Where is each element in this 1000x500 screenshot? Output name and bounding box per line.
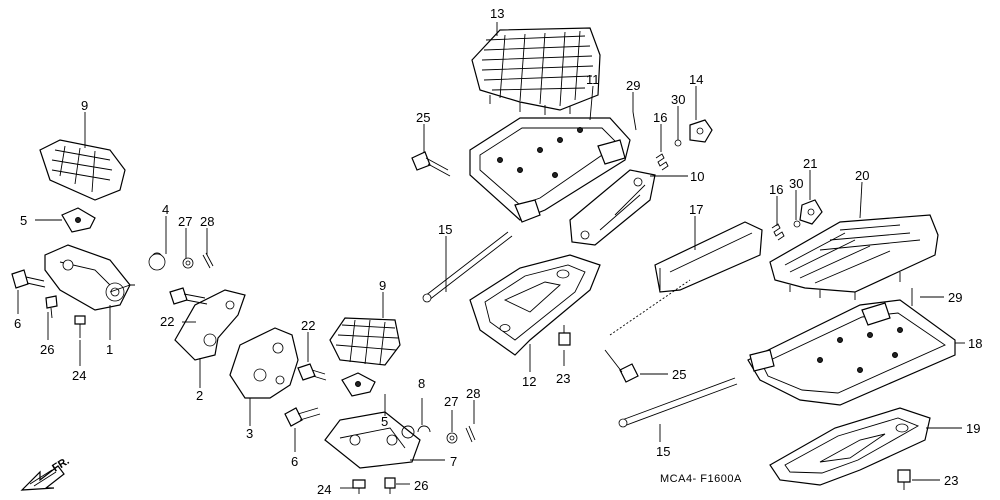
callout-22: 22 — [301, 318, 315, 333]
part-22-bolt-center — [297, 363, 327, 381]
part-25-bolt-a — [411, 151, 451, 177]
part-16-spring-a — [655, 153, 669, 171]
callout-9: 9 — [379, 278, 386, 293]
callout-10: 10 — [690, 169, 704, 184]
part-23-bolt-lower — [897, 469, 911, 490]
callout-26: 26 — [40, 342, 54, 357]
callout-24: 24 — [72, 368, 86, 383]
callout-30: 30 — [789, 176, 803, 191]
part-29-pin-a — [632, 111, 637, 131]
callout-18: 18 — [968, 336, 982, 351]
callout-1: 1 — [106, 342, 113, 357]
part-27-washer-center — [446, 432, 458, 444]
callout-16: 16 — [769, 182, 783, 197]
callout-12: 12 — [522, 374, 536, 389]
part-18-floorboard-base — [747, 299, 956, 406]
part-26-bolt-center — [384, 477, 396, 494]
part-21-plate — [799, 199, 823, 225]
callout-17: 17 — [689, 202, 703, 217]
part-15-rod-upper — [422, 231, 513, 303]
part-2-bracket — [169, 287, 246, 361]
part-6-bolt-left — [11, 269, 46, 289]
part-20-step-rubber — [769, 214, 939, 300]
callout-22: 22 — [160, 314, 174, 329]
part-7-step-holder — [324, 411, 421, 469]
callout-6: 6 — [291, 454, 298, 469]
callout-6: 6 — [14, 316, 21, 331]
diagram-code: MCA4- F1600A — [660, 473, 742, 485]
part-28-pin-center — [465, 425, 476, 443]
part-15-rod-lower — [618, 377, 738, 428]
callout-26: 26 — [414, 478, 428, 493]
part-24-bolt-left — [74, 315, 86, 338]
callout-19: 19 — [966, 421, 980, 436]
part-6-bolt-center — [284, 407, 321, 427]
part-17-cover — [654, 221, 763, 293]
part-4-spring-left — [148, 252, 166, 271]
part-5-clip-left — [61, 207, 96, 233]
part-11-floorboard-base — [469, 117, 631, 223]
part-25-bolt-b — [604, 279, 691, 383]
callout-23: 23 — [944, 473, 958, 488]
callout-4: 4 — [162, 202, 169, 217]
callout-16: 16 — [653, 110, 667, 125]
callout-7: 7 — [450, 454, 457, 469]
part-28-pin-left — [202, 252, 214, 269]
callout-5: 5 — [381, 414, 388, 429]
callout-29: 29 — [948, 290, 962, 305]
part-30-washer-b — [793, 220, 801, 228]
part-9-step-rubber-left — [39, 139, 126, 201]
part-3-plate — [229, 327, 299, 399]
callout-30: 30 — [671, 92, 685, 107]
part-8-spring-center — [401, 425, 431, 439]
part-16-spring-b — [771, 223, 785, 241]
callout-24: 24 — [317, 482, 331, 497]
callout-15: 15 — [438, 222, 452, 237]
callout-28: 28 — [466, 386, 480, 401]
callout-3: 3 — [246, 426, 253, 441]
callout-2: 2 — [196, 388, 203, 403]
part-5-clip-center — [341, 372, 376, 397]
callout-21: 21 — [803, 156, 817, 171]
callout-27: 27 — [178, 214, 192, 229]
callout-20: 20 — [855, 168, 869, 183]
part-24-bolt-center — [352, 479, 366, 494]
part-1-step-holder — [44, 244, 131, 311]
part-30-washer-a — [674, 139, 682, 147]
callout-8: 8 — [418, 376, 425, 391]
callout-27: 27 — [444, 394, 458, 409]
callout-14: 14 — [689, 72, 703, 87]
callout-9: 9 — [81, 98, 88, 113]
leader-lines — [17, 22, 965, 489]
callout-11: 11 — [586, 72, 600, 87]
part-26-bolt-left — [45, 295, 58, 319]
part-23-bolt-upper — [558, 325, 571, 346]
callout-15: 15 — [656, 444, 670, 459]
part-10-bracket — [569, 169, 656, 246]
callout-25: 25 — [416, 110, 430, 125]
part-9-step-rubber-center — [329, 317, 401, 366]
part-14-plate — [689, 119, 713, 143]
callout-23: 23 — [556, 371, 570, 386]
callout-5: 5 — [20, 213, 27, 228]
front-direction-arrow: FR. — [20, 455, 72, 491]
part-19-plate — [769, 407, 931, 486]
callout-29: 29 — [626, 78, 640, 93]
callout-28: 28 — [200, 214, 214, 229]
part-27-washer-left — [182, 257, 194, 269]
callout-13: 13 — [490, 6, 504, 21]
callout-labels: 13 11 29 14 30 16 9 25 10 21 20 16 30 5 … — [14, 6, 982, 497]
part-13-step-rubber — [471, 27, 601, 115]
part-12-floorboard-plate — [469, 254, 601, 356]
callout-25: 25 — [672, 367, 686, 382]
